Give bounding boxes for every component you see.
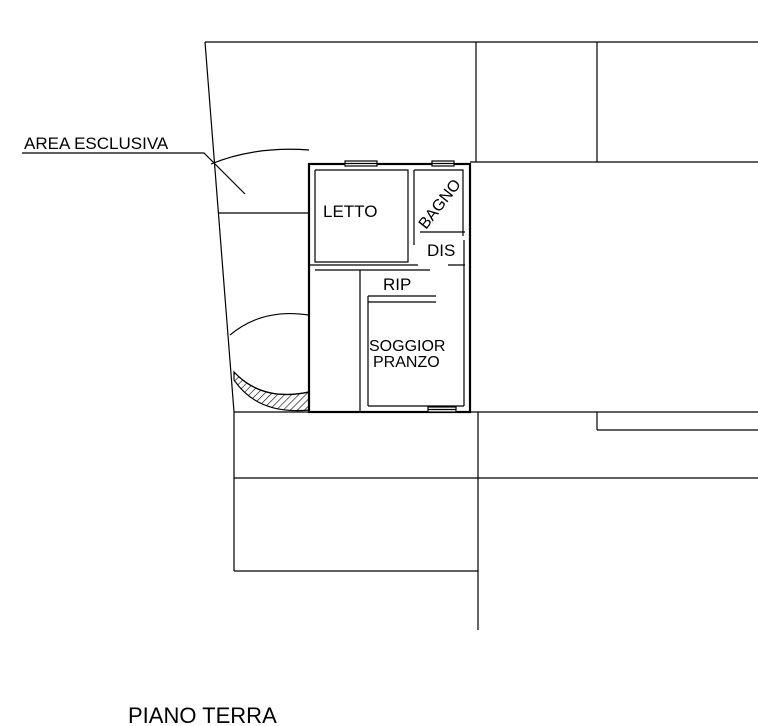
floor-title: PIANO TERRA	[128, 703, 277, 726]
exclusive-area	[210, 148, 310, 412]
label-soggiorno-line1: SOGGIOR	[369, 338, 445, 355]
label-soggiorno-line2: PRANZO	[373, 354, 440, 371]
area-leader-line	[22, 152, 246, 195]
site-outline	[204, 41, 758, 630]
windows	[344, 160, 457, 413]
label-rip: RIP	[383, 275, 411, 294]
label-letto: LETTO	[323, 202, 377, 221]
label-area-esclusiva: AREA ESCLUSIVA	[24, 134, 169, 153]
apartment-walls	[307, 162, 472, 414]
label-dis: DIS	[427, 241, 455, 260]
label-bagno: BAGNO	[416, 176, 465, 232]
